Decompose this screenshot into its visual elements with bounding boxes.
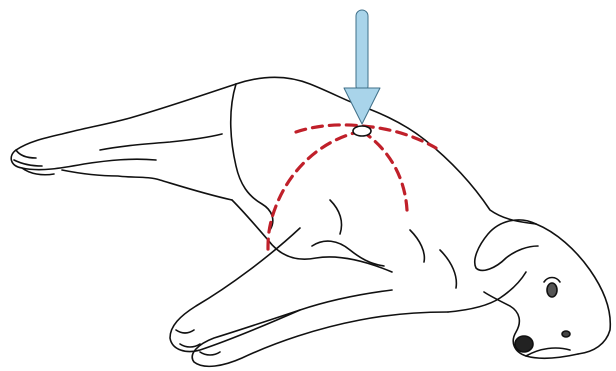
hind-leg-lower (62, 170, 232, 200)
hind-paw (14, 150, 54, 175)
neck (448, 272, 526, 312)
fur-line (410, 230, 424, 262)
hind-legs (11, 84, 236, 200)
fur-line (330, 200, 342, 234)
dashed-arc-left (268, 131, 362, 250)
down-arrow-icon (344, 10, 380, 124)
hind-leg-upper (11, 84, 236, 170)
dog-hip (231, 84, 273, 230)
elbow (312, 241, 384, 266)
circle-icon (353, 126, 371, 136)
hind-leg-inner (100, 134, 222, 150)
dog-back (236, 77, 536, 224)
front-leg-upper (170, 228, 392, 352)
eye-icon (547, 283, 557, 297)
fur-line (440, 250, 456, 288)
ear (475, 220, 538, 270)
eye-brow (544, 278, 560, 283)
mouth (526, 348, 570, 356)
eye-icon-lower (562, 331, 570, 337)
nose-icon (515, 336, 533, 352)
dashed-arc-right (362, 131, 407, 210)
front-legs (170, 228, 448, 366)
